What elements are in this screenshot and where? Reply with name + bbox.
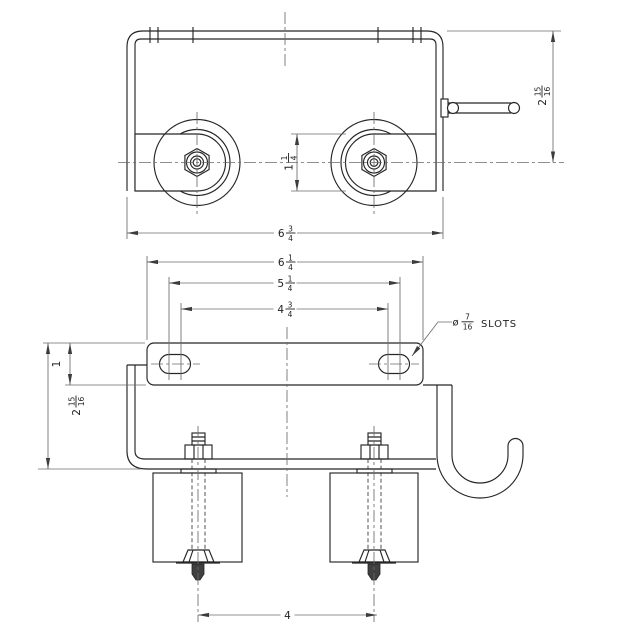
svg-text:4: 4 bbox=[288, 284, 293, 293]
axle-strap-right bbox=[345, 133, 437, 192]
axle-strap-left bbox=[134, 133, 226, 192]
lock-washer bbox=[182, 549, 215, 563]
svg-text:7: 7 bbox=[465, 313, 470, 322]
lock-washer bbox=[358, 549, 391, 563]
dim-flange-height: 1 bbox=[43, 342, 146, 386]
svg-text:1: 1 bbox=[288, 274, 293, 283]
svg-text:1: 1 bbox=[280, 155, 289, 160]
threaded-stud bbox=[367, 563, 381, 581]
svg-text:5: 5 bbox=[277, 278, 284, 290]
front-view: 6 1 4 5 1 4 4 3 4 ø 7 bbox=[38, 253, 524, 623]
j-hook bbox=[436, 385, 524, 499]
dim-bolt-spacing: 4 bbox=[198, 607, 377, 623]
svg-text:4: 4 bbox=[288, 310, 293, 319]
dim-flange-width: 6 1 4 bbox=[146, 253, 424, 340]
dim-label: 6 bbox=[278, 228, 285, 240]
svg-text:15: 15 bbox=[533, 87, 542, 97]
dim-strap-width: 1 1 4 bbox=[280, 133, 346, 192]
svg-text:4: 4 bbox=[288, 263, 293, 272]
diameter-symbol: ø bbox=[453, 318, 459, 329]
channel-body bbox=[126, 27, 444, 191]
svg-text:15: 15 bbox=[67, 397, 76, 407]
top-view: 6 3 4 2 15 16 1 1 4 bbox=[118, 12, 564, 243]
dim-slot-inner: 4 3 4 bbox=[180, 300, 389, 380]
svg-text:4: 4 bbox=[284, 610, 291, 622]
threaded-stud bbox=[191, 563, 205, 581]
svg-text:6: 6 bbox=[278, 257, 285, 269]
mounting-flange bbox=[146, 342, 424, 386]
svg-text:16: 16 bbox=[543, 87, 552, 97]
dim-top-width: 6 3 4 bbox=[126, 197, 444, 243]
svg-text:1: 1 bbox=[288, 253, 293, 262]
channel-section bbox=[126, 364, 452, 470]
hex-nut bbox=[184, 444, 213, 460]
svg-text:4: 4 bbox=[289, 155, 298, 160]
bend-ticks bbox=[149, 27, 422, 43]
washer bbox=[356, 468, 393, 474]
slots-note: ø 7 16 SLOTS bbox=[411, 313, 517, 357]
washer bbox=[180, 468, 217, 474]
hook-pin-top bbox=[440, 98, 521, 118]
svg-text:2: 2 bbox=[537, 99, 549, 106]
slots-label: SLOTS bbox=[481, 319, 517, 330]
svg-text:3: 3 bbox=[288, 224, 293, 233]
svg-text:3: 3 bbox=[288, 300, 293, 309]
svg-text:1: 1 bbox=[283, 164, 295, 171]
dim-front-height: 2 15 16 bbox=[38, 343, 141, 470]
dim-slot-outer: 5 1 4 bbox=[168, 274, 401, 380]
svg-text:4: 4 bbox=[288, 234, 293, 243]
roller-left bbox=[152, 472, 243, 563]
svg-text:4: 4 bbox=[277, 304, 284, 316]
svg-text:2: 2 bbox=[71, 409, 83, 416]
dim-top-height: 2 15 16 bbox=[447, 30, 561, 163]
svg-text:1: 1 bbox=[51, 361, 63, 368]
svg-text:16: 16 bbox=[463, 322, 473, 331]
hex-nut bbox=[360, 444, 389, 460]
svg-text:16: 16 bbox=[77, 397, 86, 407]
